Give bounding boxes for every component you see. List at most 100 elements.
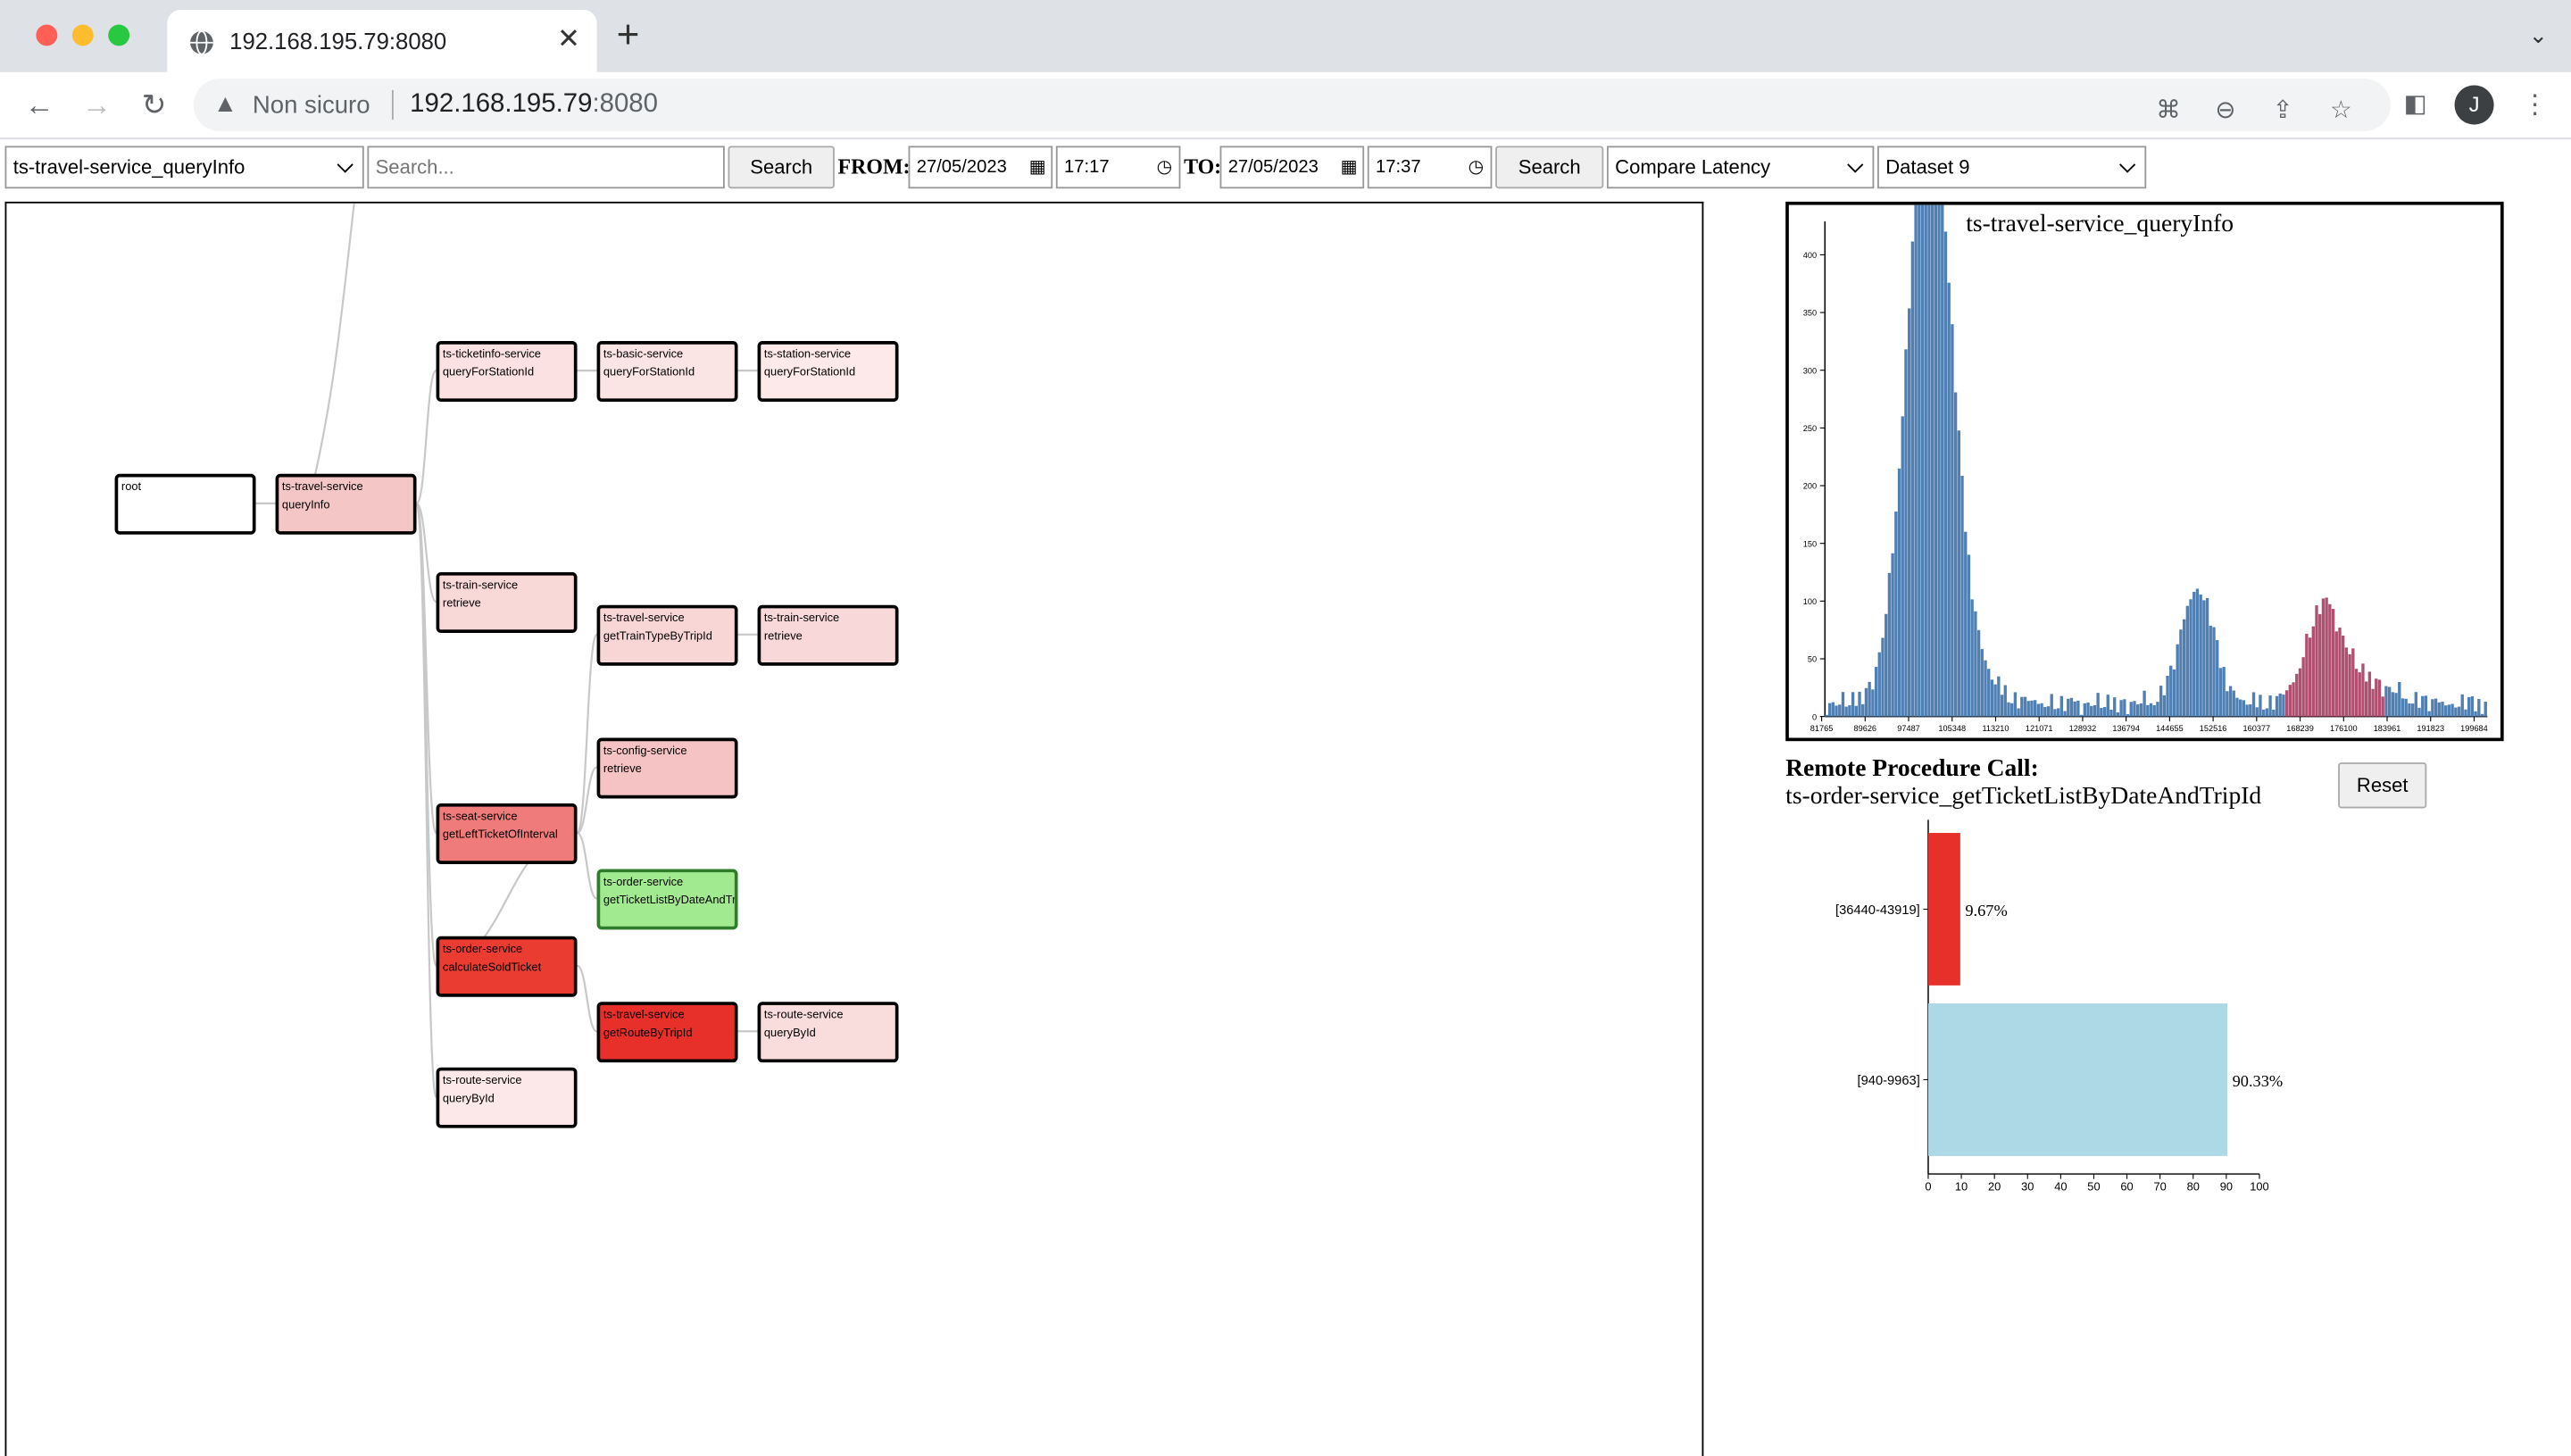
histogram-bar (2033, 700, 2037, 717)
from-time-input[interactable]: 17:17◷ (1055, 146, 1181, 189)
x-tick-label: 50 (2087, 1179, 2100, 1193)
node-root[interactable]: root (114, 473, 256, 535)
histogram-bar (2017, 708, 2020, 717)
histogram-bar (2400, 698, 2405, 717)
address-bar[interactable]: ▲ Non sicuro 192.168.195.79:8080 ⌘ ⊖ ⇪ ☆ (193, 79, 2391, 131)
histogram-bar (2166, 675, 2169, 717)
reset-button[interactable]: Reset (2338, 762, 2427, 809)
histogram-bar (2377, 679, 2382, 717)
calendar-icon[interactable]: ▦ (1340, 157, 1358, 178)
node-operation: getTrainTypeByTripId (603, 631, 712, 643)
histogram-bar (2106, 695, 2109, 717)
histogram-bar (2036, 703, 2041, 717)
share-icon[interactable]: ⇪ (2272, 96, 2293, 125)
histogram-bar (2226, 691, 2229, 717)
x-tick-label: 81765 (1810, 724, 1834, 733)
warning-icon[interactable]: ▲ (212, 90, 238, 119)
profile-avatar[interactable]: J (2454, 85, 2494, 125)
reload-icon[interactable]: ↻ (141, 88, 167, 121)
bar-1[interactable] (1927, 1003, 2228, 1156)
histogram-bar (2474, 711, 2477, 717)
histogram-bar (1904, 349, 1908, 717)
x-tick-label: 30 (2021, 1179, 2034, 1193)
x-tick-label: 105348 (1938, 724, 1966, 733)
bar-0[interactable] (1927, 833, 1960, 986)
histogram-bar (2249, 704, 2252, 717)
histogram-bar (2408, 703, 2411, 717)
search-button[interactable]: Search (728, 146, 835, 189)
back-icon[interactable]: ← (24, 88, 54, 121)
dataset-select[interactable]: Dataset 9 (1877, 146, 2147, 189)
tab-search-chevron-icon[interactable]: ⌄ (2528, 21, 2549, 48)
zoom-out-icon[interactable]: ⊖ (2215, 96, 2236, 125)
histogram-bar (2172, 669, 2176, 717)
node-operation: getLeftTicketOfInterval (442, 829, 558, 842)
security-label[interactable]: Non sicuro (252, 91, 370, 121)
time-search-button[interactable]: Search (1495, 146, 1604, 189)
to-time-input[interactable]: 17:37◷ (1367, 146, 1493, 189)
histogram-bar (1924, 92, 1927, 717)
operation-select[interactable]: ts-travel-service_queryInfo (4, 146, 364, 189)
x-tick-label: 191823 (2417, 724, 2444, 733)
histogram-bar (2255, 707, 2259, 717)
kebab-menu-icon[interactable]: ⋮ (2521, 91, 2549, 121)
histogram-bar (2292, 682, 2295, 717)
close-tab-icon[interactable]: ✕ (557, 22, 581, 54)
minimize-window-button[interactable] (71, 24, 94, 46)
histogram-bar (2364, 681, 2368, 717)
x-tick-label: 89626 (1854, 724, 1877, 733)
histogram-bar (1964, 531, 1968, 717)
histogram-bar (2069, 697, 2074, 717)
side-panel-icon[interactable]: ◧ (2403, 90, 2427, 119)
histogram-bar (2371, 688, 2375, 717)
histogram-bar (2245, 704, 2249, 717)
y-tick-label: 100 (1803, 597, 1817, 606)
close-window-button[interactable] (36, 24, 58, 46)
node-service: ts-config-service (603, 745, 687, 758)
rpc-heading: Remote Procedure Call: (1785, 755, 2039, 783)
translate-icon[interactable]: ⌘ (2156, 96, 2181, 125)
to-date-input[interactable]: 27/05/2023▦ (1219, 146, 1365, 189)
histogram-bar (2076, 700, 2080, 717)
zoom-window-button[interactable] (108, 24, 130, 46)
mode-select[interactable]: Compare Latency (1606, 146, 1875, 189)
new-tab-button[interactable]: + (616, 12, 640, 58)
node-operation: retrieve (763, 631, 803, 643)
bookmark-star-icon[interactable]: ☆ (2329, 96, 2352, 125)
node-service: ts-basic-service (603, 349, 684, 362)
histogram-bar (2358, 672, 2361, 717)
histogram-bar (2059, 695, 2064, 717)
histogram-bar (2424, 695, 2428, 717)
forward-icon[interactable]: → (81, 88, 112, 121)
from-date-input[interactable]: 27/05/2023▦ (908, 146, 1053, 189)
search-input[interactable] (367, 146, 725, 189)
histogram-bar (2325, 597, 2328, 717)
clock-icon[interactable]: ◷ (1156, 157, 1173, 178)
dataset-select-value: Dataset 9 (1885, 155, 1970, 179)
histogram-bar (2417, 707, 2421, 717)
histogram-bar (1874, 667, 1878, 717)
histogram-bar (1951, 324, 1954, 717)
url-text[interactable]: 192.168.195.79:8080 (410, 90, 658, 120)
calendar-icon[interactable]: ▦ (1028, 157, 1046, 178)
tab-title: 192.168.195.79:8080 (229, 28, 447, 54)
histogram-bar (2348, 653, 2351, 717)
browser-tab[interactable]: 192.168.195.79:8080 ✕ (167, 10, 597, 72)
clock-icon[interactable]: ◷ (1468, 157, 1485, 178)
x-tick-label: 176100 (2330, 724, 2358, 733)
